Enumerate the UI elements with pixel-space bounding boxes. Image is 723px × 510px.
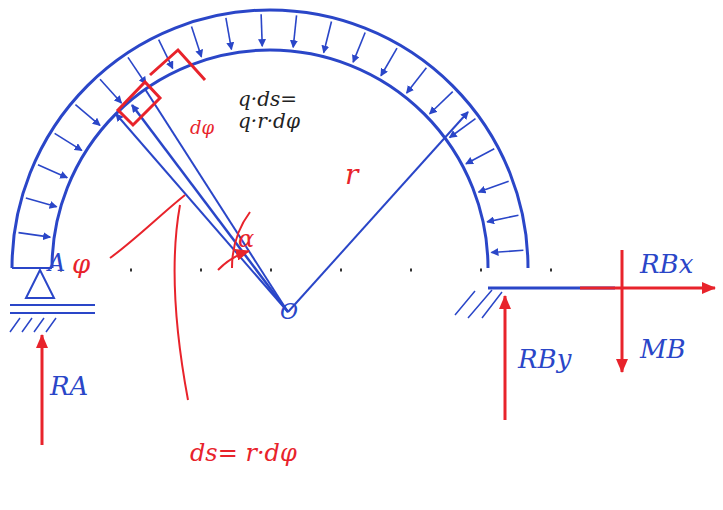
load-arrow — [487, 215, 518, 222]
reaction-label: RBy — [518, 345, 571, 374]
load-arrow — [293, 15, 296, 47]
axis-dots — [60, 269, 560, 272]
load-arrow — [18, 233, 50, 237]
arc-element — [118, 82, 160, 125]
load-arrow — [353, 32, 365, 62]
load-arrow — [192, 26, 202, 56]
moment-label: MB — [640, 335, 686, 364]
angle-label: α — [238, 226, 254, 252]
load-arrow — [100, 79, 121, 103]
load-arrow — [381, 48, 397, 76]
load-arrow — [491, 250, 523, 252]
load-arrow — [407, 68, 427, 93]
reaction-label: RBx — [640, 250, 693, 279]
angle-label: φ — [72, 250, 90, 279]
load-formula: q·ds= q·r·dφ — [238, 88, 333, 132]
load-arrow — [26, 198, 57, 207]
load-arrow — [479, 181, 509, 192]
angle-label: dφ — [190, 118, 214, 138]
outer-arc — [12, 10, 528, 268]
point-label: A — [48, 250, 65, 276]
load-arrow — [75, 105, 100, 126]
reaction-arrow — [504, 296, 507, 420]
reaction-arrow — [580, 287, 715, 290]
inner-arc — [52, 50, 488, 268]
moment-arrow — [621, 250, 624, 372]
load-arrow — [466, 149, 494, 164]
load-arrow — [324, 22, 332, 53]
formula-label: ds= r·dφ — [190, 440, 297, 466]
load-arrow — [226, 18, 232, 50]
reaction-arrow — [41, 335, 44, 445]
load-arrow — [261, 14, 262, 46]
radius-label: r — [345, 160, 358, 191]
reaction-label: RA — [50, 372, 88, 401]
load-arrow — [128, 57, 146, 84]
load-arrow — [55, 133, 82, 150]
load-arrow — [430, 92, 453, 114]
load-arrow — [38, 165, 67, 178]
center-label: O — [280, 300, 298, 324]
